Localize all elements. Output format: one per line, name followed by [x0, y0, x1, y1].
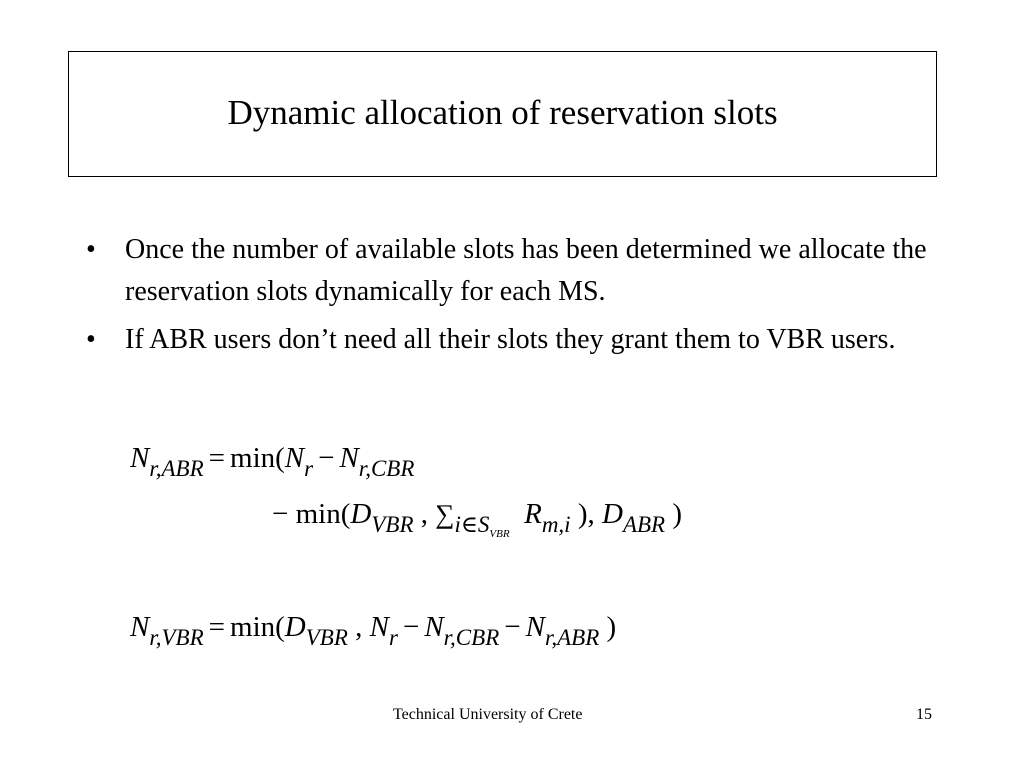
bullet-text: If ABR users don’t need all their slots …: [125, 324, 896, 355]
title-box: Dynamic allocation of reservation slots: [68, 51, 937, 177]
page-number: 15: [916, 706, 932, 723]
bullet-list: • Once the number of available slots has…: [86, 229, 956, 367]
slide-title: Dynamic allocation of reservation slots: [227, 92, 778, 132]
bullet-item: • Once the number of available slots has…: [86, 229, 956, 313]
bullet-icon: •: [86, 324, 96, 355]
bullet-text: Once the number of available slots has b…: [125, 234, 927, 307]
equation-2: Nr,VBR=min(DVBR , Nr−Nr,CBR−Nr,ABR ): [130, 611, 617, 650]
footer-institution: Technical University of Crete: [393, 706, 583, 723]
bullet-item: • If ABR users don’t need all their slot…: [86, 319, 956, 361]
equation-1-line-1: Nr,ABR=min(Nr−Nr,CBR: [130, 442, 415, 481]
bullet-icon: •: [86, 234, 96, 265]
equation-1-line-2: − min(DVBR , ∑i∈SVBR Rm,i ), DABR ): [272, 498, 683, 540]
